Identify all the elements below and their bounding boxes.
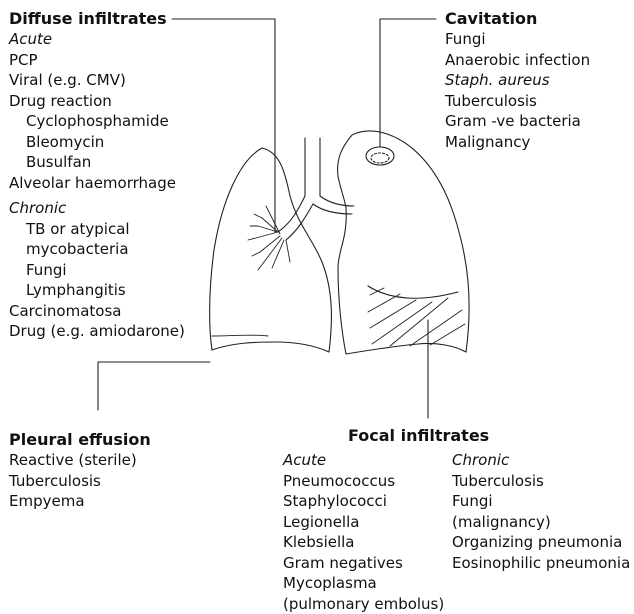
pleural-item: Empyema [9,491,151,512]
cavity [366,147,394,165]
cavitation-item: Anaerobic infection [445,50,590,71]
diffuse-item: Drug reaction [9,91,185,112]
cavitation-item: Gram -ve bacteria [445,111,590,132]
cavitation-item: Tuberculosis [445,91,590,112]
diffuse-item: Alveolar haemorrhage [9,173,185,194]
left-lung-outline [338,131,470,354]
diffuse-item: Viral (e.g. CMV) [9,70,185,91]
focal-acute-item: Legionella [283,512,444,533]
focal-acute-item: Mycoplasma [283,573,444,594]
leader-cavitation [380,19,436,147]
focal-acute-item: Pneumococcus [283,471,444,492]
diffuse-streaks [248,206,290,270]
diffuse-item: TB or atypical [9,219,185,240]
diffuse-item: mycobacteria [9,239,185,260]
focal-acute-item: Gram negatives [283,553,444,574]
pleural-effusion-section: Pleural effusion Reactive (sterile)Tuber… [9,430,151,512]
diffuse-item: Busulfan [9,152,185,173]
cavitation-heading: Cavitation [445,9,590,29]
focal-area-outline [368,286,458,298]
leader-pleural [98,362,210,410]
cavitation-item: Malignancy [445,132,590,153]
focal-hatching [368,288,465,346]
focal-chronic-item: (malignancy) [452,512,630,533]
cavitation-item: Fungi [445,29,590,50]
diffuse-item: Cyclophosphamide [9,111,185,132]
diffuse-item: Chronic [9,198,185,219]
diffuse-item: Acute [9,29,185,50]
cavitation-item: Staph. aureus [445,70,590,91]
right-lung-outline [210,148,332,352]
diffuse-item: Drug (e.g. amiodarone) [9,321,185,342]
left-main-bronchus [313,196,354,214]
focal-acute-item: Staphylococci [283,491,444,512]
focal-chronic-item: Fungi [452,491,630,512]
focal-chronic-item: Organizing pneumonia [452,532,630,553]
focal-chronic-item: Eosinophilic pneumonia [452,553,630,574]
focal-heading: Focal infiltrates [348,426,489,446]
pleural-heading: Pleural effusion [9,430,151,450]
diffuse-item: Fungi [9,260,185,281]
diffuse-item: Carcinomatosa [9,301,185,322]
focal-chronic-label: Chronic [452,450,630,471]
diffuse-item: Bleomycin [9,132,185,153]
pleural-fluid-line [212,335,268,336]
right-main-bronchus [278,196,313,240]
focal-chronic-item: Tuberculosis [452,471,630,492]
trachea [305,138,320,196]
focal-acute-label: Acute [283,450,444,471]
pleural-item: Tuberculosis [9,471,151,492]
focal-acute-item: Klebsiella [283,532,444,553]
pleural-item: Reactive (sterile) [9,450,151,471]
diffuse-heading: Diffuse infiltrates [9,9,185,29]
diffuse-item: PCP [9,50,185,71]
leader-diffuse [172,19,275,232]
focal-acute-item: (pulmonary embolus) [283,594,444,614]
diffuse-item: Lymphangitis [9,280,185,301]
